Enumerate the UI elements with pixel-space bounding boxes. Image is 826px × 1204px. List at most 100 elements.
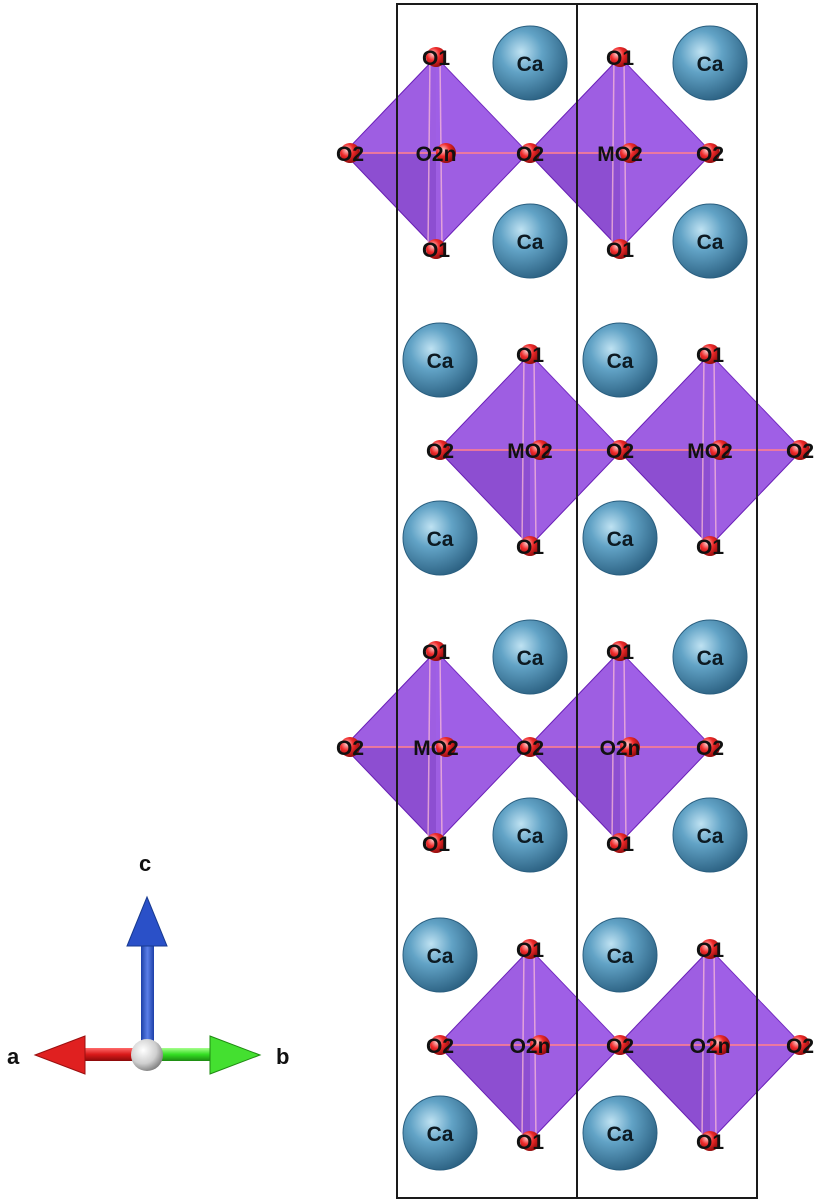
octahedron-face-shadow (618, 450, 710, 546)
calcium-label: Ca (607, 945, 634, 968)
apical-oxygen-label: O1 (422, 47, 450, 70)
a-axis-label: a (7, 1044, 20, 1069)
apical-oxygen-atom (520, 1131, 540, 1151)
equatorial-oxygen-label: O2 (516, 143, 544, 166)
equatorial-oxygen-label: O2 (786, 440, 814, 463)
apical-oxygen-atom (610, 239, 630, 259)
apical-oxygen-label: O1 (422, 239, 450, 262)
octahedron-center-label: MO2 (413, 737, 459, 760)
apical-oxygen-atom (426, 833, 446, 853)
apical-oxygen-label: O1 (606, 641, 634, 664)
center-atom (530, 1035, 550, 1055)
octahedron-face-shadow (344, 153, 436, 249)
apical-oxygen-atom (700, 1131, 720, 1151)
apical-oxygen-label: O1 (516, 344, 544, 367)
calcium-atom (582, 917, 658, 993)
center-atom (530, 440, 550, 460)
apical-oxygen-atom (520, 536, 540, 556)
octahedron-center-label: MO2 (507, 440, 553, 463)
calcium-label: Ca (607, 350, 634, 373)
octahedron-center-label: MO2 (597, 143, 643, 166)
center-atom (710, 440, 730, 460)
a-axis-arrowhead (33, 1035, 86, 1075)
equatorial-oxygen-label: O2 (516, 737, 544, 760)
octahedron-face-shadow (528, 747, 620, 843)
apical-oxygen-atom (610, 833, 630, 853)
equatorial-oxygen-label: O2 (336, 737, 364, 760)
apical-oxygen-atom (520, 344, 540, 364)
octahedron-center-label: O2n (600, 737, 641, 760)
calcium-atom (582, 1095, 658, 1171)
calcium-label: Ca (517, 825, 544, 848)
calcium-label: Ca (607, 528, 634, 551)
calcium-label: Ca (697, 53, 724, 76)
unit-cell (396, 3, 758, 1199)
center-atom (436, 737, 456, 757)
oxygen-atoms (340, 47, 810, 1151)
octahedron-face-shadow (438, 450, 530, 546)
center-atom (436, 143, 456, 163)
apical-oxygen-label: O1 (422, 833, 450, 856)
equatorial-oxygen-label: O2 (426, 440, 454, 463)
apical-oxygen-label: O1 (606, 239, 634, 262)
equatorial-oxygen-atom (430, 1035, 450, 1055)
calcium-label: Ca (517, 231, 544, 254)
apical-oxygen-atom (700, 344, 720, 364)
origin-sphere (131, 1039, 163, 1071)
octahedron-face-shadow (438, 1045, 530, 1141)
octahedron-face-highlight (436, 57, 528, 153)
calcium-atom (402, 500, 478, 576)
b-axis-shaft (155, 1048, 215, 1061)
calcium-label: Ca (697, 231, 724, 254)
octahedron-center-label: O2n (510, 1035, 551, 1058)
octahedron-face-highlight (620, 651, 712, 747)
octahedron-center-label: MO2 (687, 440, 733, 463)
equatorial-oxygen-atom (790, 440, 810, 460)
equatorial-oxygen-atom (700, 143, 720, 163)
apical-oxygen-atom (426, 641, 446, 661)
equatorial-oxygen-atom (520, 737, 540, 757)
calcium-atom (492, 203, 568, 279)
calcium-atom (492, 797, 568, 873)
octahedron-face-highlight (436, 651, 528, 747)
apical-oxygen-label: O1 (696, 536, 724, 559)
calcium-atom (672, 619, 748, 695)
octahedron-face-shadow (528, 153, 620, 249)
calcium-label: Ca (697, 647, 724, 670)
calcium-label: Ca (427, 528, 454, 551)
calcium-atom (672, 25, 748, 101)
b-axis-arrowhead (209, 1035, 262, 1075)
center-atom (620, 143, 640, 163)
octahedron-center-label: O2n (416, 143, 457, 166)
octahedron-center-label: O2n (690, 1035, 731, 1058)
calcium-atom (402, 917, 478, 993)
apical-oxygen-label: O1 (422, 641, 450, 664)
equatorial-oxygen-label: O2 (696, 143, 724, 166)
apical-oxygen-atom (520, 939, 540, 959)
apical-oxygen-atom (700, 939, 720, 959)
calcium-label: Ca (517, 647, 544, 670)
apical-oxygen-atom (610, 641, 630, 661)
equatorial-oxygen-atom (520, 143, 540, 163)
calcium-atom (402, 1095, 478, 1171)
calcium-label: Ca (427, 1123, 454, 1146)
calcium-atom (672, 797, 748, 873)
equatorial-oxygen-label: O2 (696, 737, 724, 760)
apical-oxygen-label: O1 (516, 1131, 544, 1154)
apical-oxygen-atom (700, 536, 720, 556)
equatorial-oxygen-label: O2 (426, 1035, 454, 1058)
equatorial-oxygen-label: O2 (786, 1035, 814, 1058)
equatorial-oxygen-label: O2 (336, 143, 364, 166)
c-axis-label: c (139, 851, 151, 876)
calcium-atom (492, 619, 568, 695)
c-axis-shaft (141, 940, 154, 1045)
equatorial-oxygen-atom (700, 737, 720, 757)
equatorial-oxygen-atom (790, 1035, 810, 1055)
calcium-label: Ca (607, 1123, 634, 1146)
octahedron-face-shadow (618, 1045, 710, 1141)
a-axis-shaft (80, 1048, 140, 1061)
equatorial-oxygen-atom (340, 737, 360, 757)
b-axis-label: b (276, 1044, 289, 1069)
